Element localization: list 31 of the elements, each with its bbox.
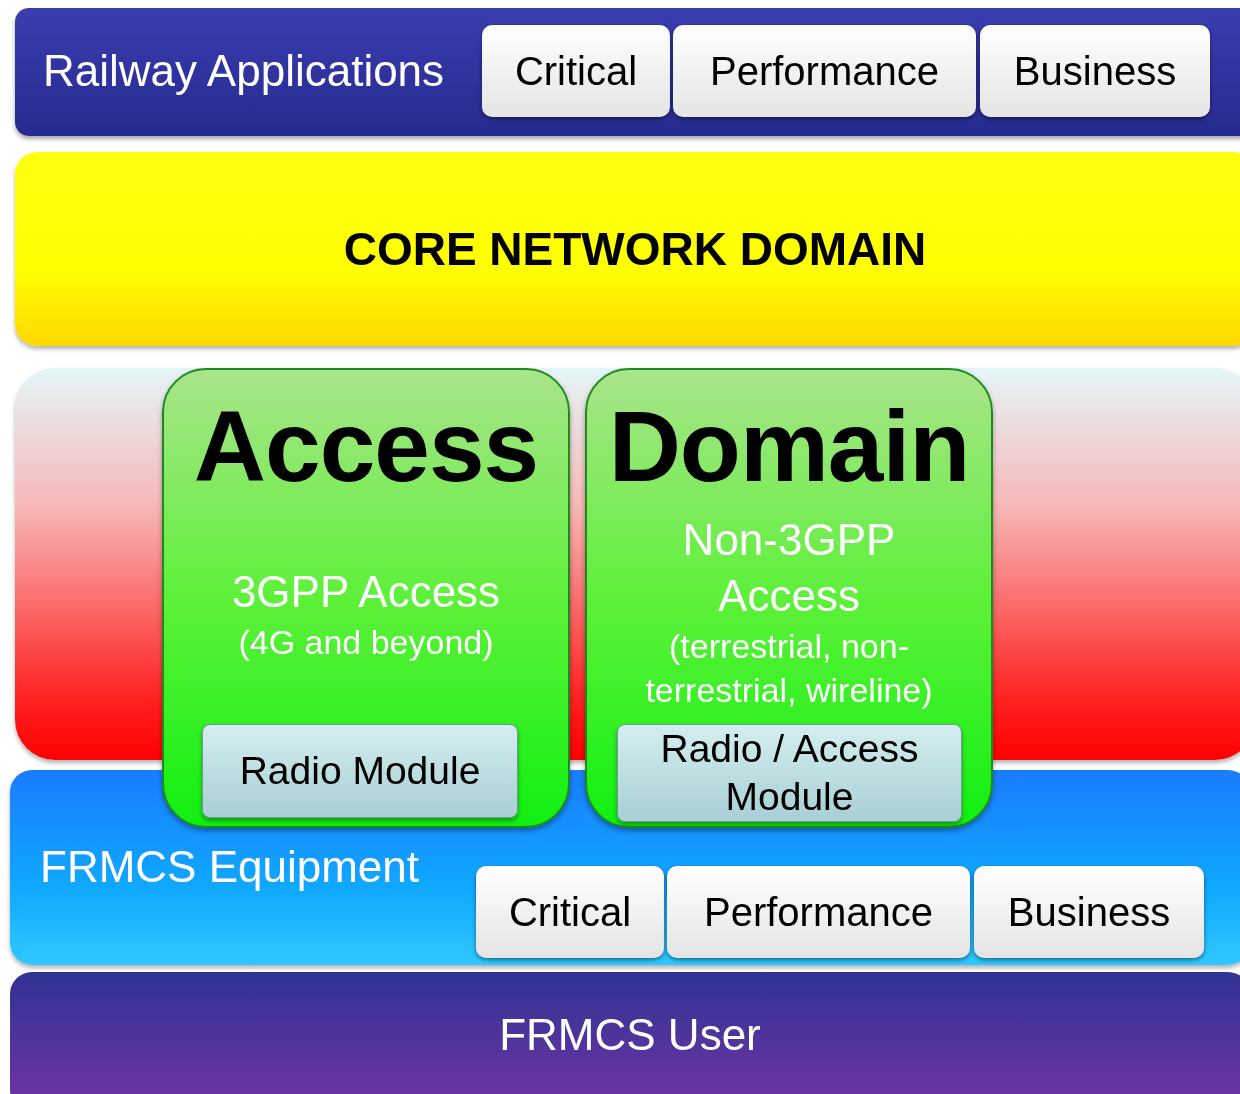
band-title: FRMCS Equipment <box>40 842 419 892</box>
band-title: Railway Applications <box>43 46 445 96</box>
band-title: FRMCS User <box>499 1010 761 1061</box>
category-label: Business <box>1013 48 1177 94</box>
category-label: Performance <box>704 889 933 935</box>
user-band <box>10 972 1240 1094</box>
category-label: Critical <box>514 48 638 94</box>
band-title: CORE NETWORK DOMAIN <box>343 222 927 276</box>
access-panel <box>162 368 570 828</box>
domain-title: Access <box>193 390 539 502</box>
access-type-label: Non-3GPP Access <box>681 514 897 622</box>
access-panel <box>585 368 993 828</box>
access-note: (4G and beyond) <box>237 622 495 663</box>
category-box <box>980 25 1210 117</box>
category-label: Performance <box>710 48 939 94</box>
module-box <box>202 724 518 818</box>
category-label: Critical <box>508 889 632 935</box>
category-box <box>667 866 970 958</box>
module-label: Radio / Access Module <box>659 726 920 820</box>
core-network-band <box>15 152 1240 346</box>
application-band <box>15 8 1240 136</box>
category-box <box>673 25 976 117</box>
access-type-label: 3GPP Access <box>230 566 502 618</box>
category-label: Business <box>1007 889 1171 935</box>
category-box <box>482 25 670 117</box>
module-label: Radio Module <box>239 748 481 794</box>
access-note: (terrestrial, non-terrestrial, wireline) <box>644 626 934 711</box>
category-box <box>974 866 1204 958</box>
module-box <box>617 724 962 822</box>
category-box <box>476 866 664 958</box>
domain-title: Domain <box>608 390 970 502</box>
